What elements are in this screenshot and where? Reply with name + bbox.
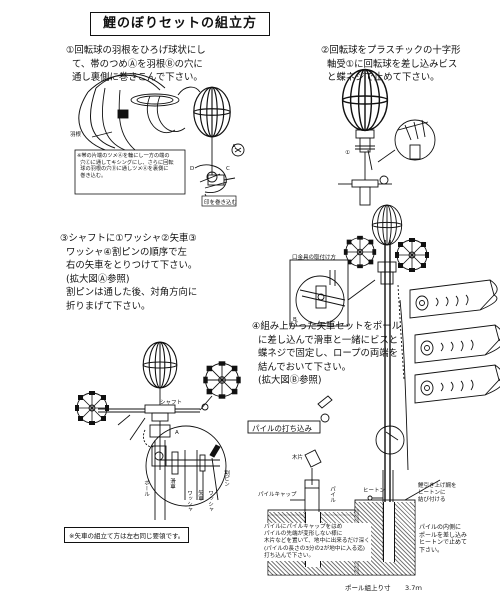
- pole-height-value: 3.7ｍ: [405, 584, 422, 592]
- pole-height-label: ポール組上り寸: [345, 584, 391, 592]
- pile-note-left: パイルにパイルキャップをはめ パイルの先端が変形しない様に 木片などを置いて、地…: [263, 523, 371, 562]
- pole-label: ポール: [143, 480, 149, 497]
- pile-label: パイル: [329, 486, 335, 503]
- pin-label: 割ピン: [223, 470, 229, 487]
- pulley-label: 滑車: [169, 478, 175, 489]
- page-title: 鯉のぼりセットの組立方: [90, 12, 270, 36]
- footer-note: ※矢車の組立て方は左右同じ要領です。: [64, 527, 190, 543]
- detail-b-label: B: [293, 317, 297, 323]
- step3-text: ③シャフトに①ワッシャ②矢車③ ワッシャ④割ピンの順序で左 右の矢車をとりつけて…: [60, 233, 198, 312]
- step3-a-label: A: [175, 430, 179, 436]
- step1-d-label: D: [190, 166, 195, 172]
- pole-in-ground: [383, 502, 395, 562]
- pile-note-right: パイルの内側に ポールを差し込み ヒートンで止めて 下さい。: [418, 523, 469, 556]
- step2-text: ②回転球をプラスチックの十字形 軸受①に回転球を差し込みビス と蝶ネジで止めて下…: [321, 45, 461, 83]
- hook-label: 鯉引き上げ綱を ヒートンに 結び付ける: [418, 483, 457, 503]
- eyebolt-label: ヒートン: [363, 488, 386, 494]
- stake-label: 木片: [292, 455, 304, 461]
- step1-a-label: A: [232, 144, 236, 150]
- pile-cap-label: パイルキャップ: [258, 492, 297, 498]
- step2-1-label: ①: [345, 150, 350, 156]
- pile-heading: パイルの打ち込み: [252, 424, 312, 433]
- shaft-label: シャフト: [160, 400, 183, 406]
- step1-c-label: C: [226, 166, 230, 172]
- mark-label: 印を巻き込む: [204, 200, 238, 206]
- washer1-label: ワッシャ: [186, 490, 192, 512]
- wheel-label: 矢車: [197, 490, 203, 501]
- detail-b-title: 口金具の取付け方: [292, 255, 337, 261]
- step1-text: ①回転球の羽根をひろげ球状にし て、帯のつめⒶを羽根Ⓑの穴に 通し裏側に巻きこん…: [66, 45, 206, 83]
- wing-label: 羽根: [70, 132, 82, 138]
- step1-note: ※帯の片端のツメⒶを輪にし一方の端の 穴Ⓒに通してキシングにし、さらに回転 球の…: [77, 153, 174, 179]
- washer2-label: ワッシャ: [207, 490, 213, 512]
- step4-text: ④組み上がった矢車セットをポール に差し込んで滑車と一緒にビスと 蝶ネジで固定し…: [252, 321, 402, 386]
